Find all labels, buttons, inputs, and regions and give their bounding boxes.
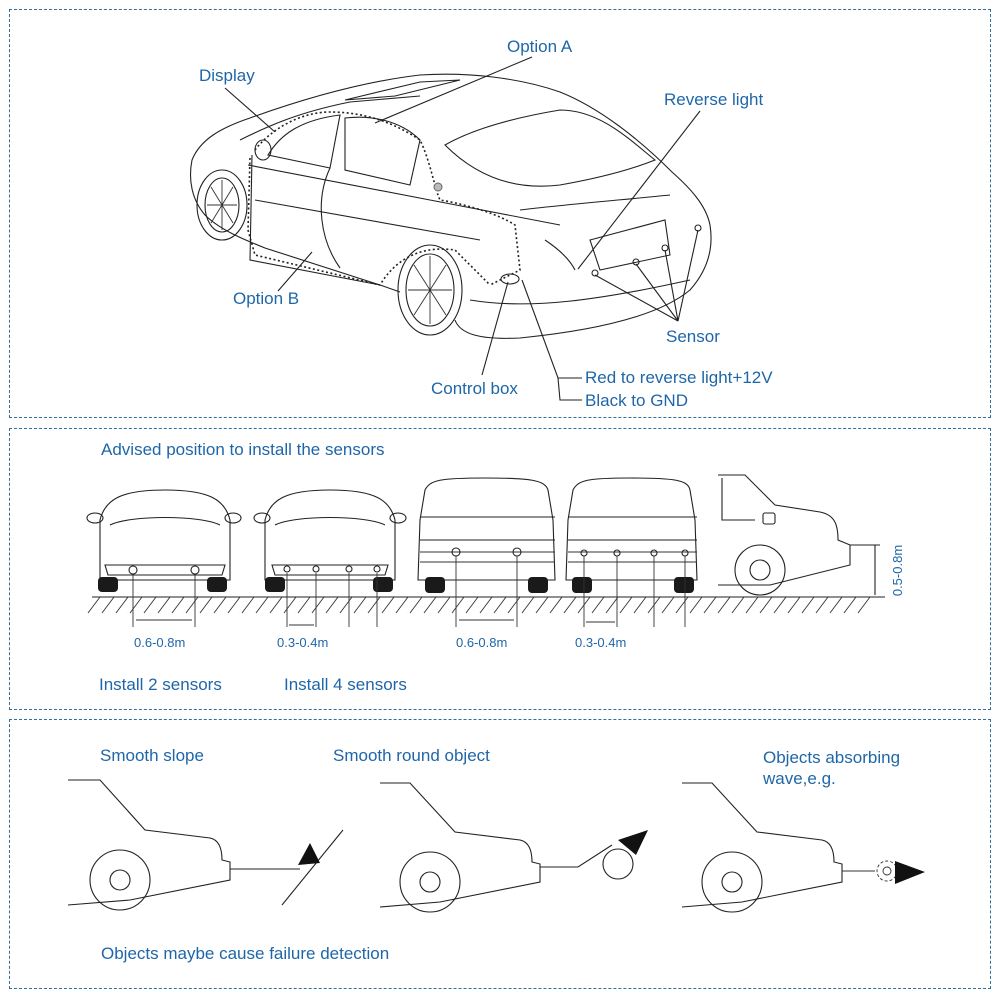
dimension-lines — [132, 556, 686, 627]
label-red-wire: Red to reverse light+12V — [585, 368, 773, 387]
label-black-wire: Black to GND — [585, 391, 688, 410]
failure-footer: Objects maybe cause failure detection — [101, 944, 390, 963]
spacing-rear-4: 0.3-0.4m — [575, 635, 627, 650]
ground-hatch — [87, 596, 885, 614]
label-sensor: Sensor — [666, 327, 720, 346]
rear-car-four-sensors — [565, 477, 698, 593]
failure-detection-panel — [9, 719, 991, 989]
failure-car-absorbing — [681, 782, 925, 913]
side-car-height — [718, 474, 880, 596]
positions-title: Advised position to install the sensors — [101, 440, 385, 459]
failure-car-round — [379, 782, 648, 913]
sensor-position-panel — [9, 428, 991, 710]
spacing-front-2: 0.6-0.8m — [134, 635, 186, 650]
install-2-label: Install 2 sensors — [99, 675, 222, 694]
label-smooth-round: Smooth round object — [333, 746, 490, 765]
label-option-b: Option B — [233, 289, 300, 308]
spacing-rear-2: 0.6-0.8m — [456, 635, 508, 650]
spacing-front-4: 0.3-0.4m — [277, 635, 329, 650]
label-display: Display — [199, 66, 255, 85]
label-control-box: Control box — [431, 379, 518, 398]
label-option-a: Option A — [507, 37, 573, 56]
failure-car-slope — [67, 779, 344, 911]
rear-car-two-sensors — [417, 477, 556, 593]
front-car-two-sensors — [86, 489, 242, 592]
front-car-four-sensors — [253, 489, 407, 592]
height-label: 0.5-0.8m — [890, 544, 906, 597]
callout-lines — [224, 56, 701, 401]
label-smooth-slope: Smooth slope — [100, 746, 204, 765]
label-absorbing: Objects absorbing wave,e.g. — [763, 748, 901, 788]
wiring-overview-panel — [9, 9, 991, 418]
car-perspective-illustration — [189, 73, 712, 339]
label-reverse-light: Reverse light — [664, 90, 764, 109]
install-4-label: Install 4 sensors — [284, 675, 407, 694]
